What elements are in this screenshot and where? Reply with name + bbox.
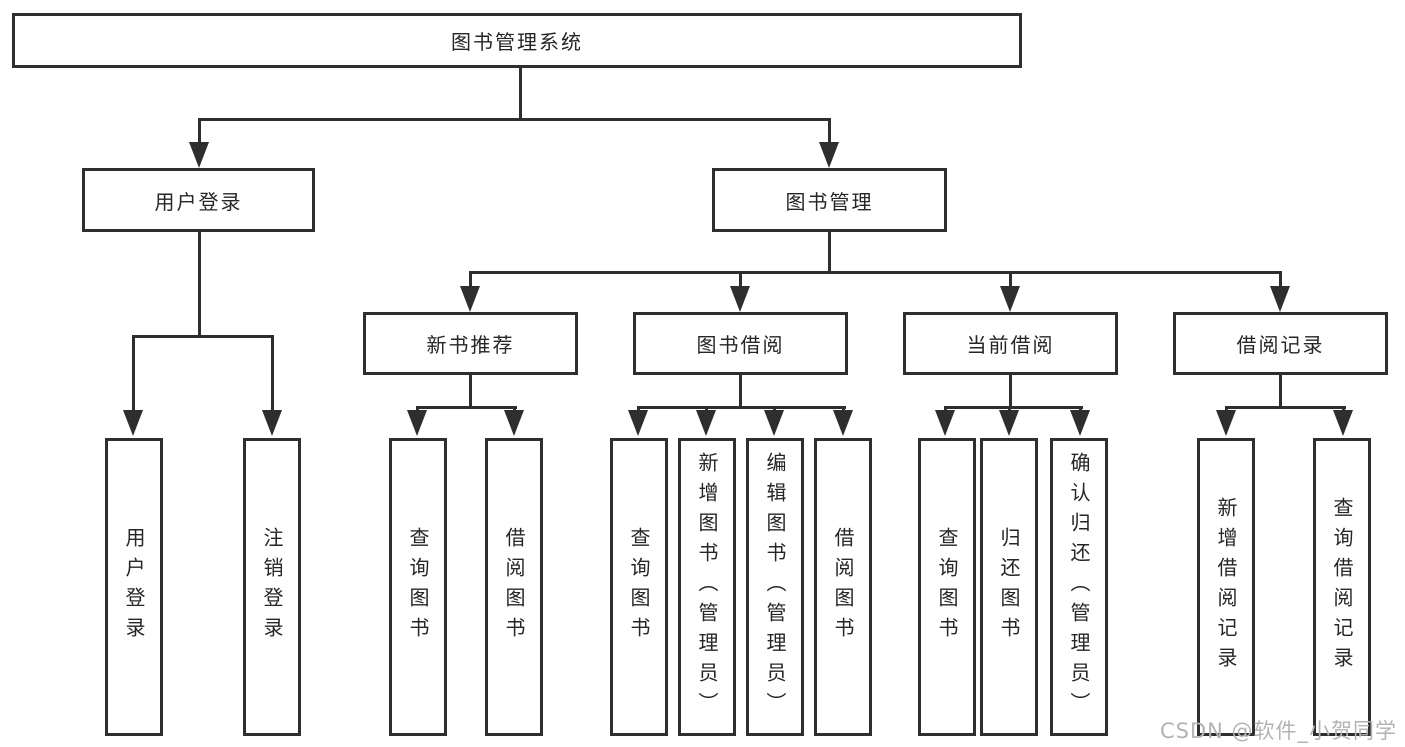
node-borrow-records: 借阅记录 [1173,312,1388,375]
arrow-down-icon [262,410,282,436]
arrow-down-icon [833,410,853,436]
arrow-down-icon [628,410,648,436]
arrow-down-icon [730,286,750,312]
connector-line [944,406,1083,409]
leaf-return-book: 归还图书 [980,438,1038,736]
leaf-query-borrow-record: 查询借阅记录 [1313,438,1371,736]
leaf-query-borrow-record-label: 查询借阅记录 [1330,497,1354,677]
node-user-login-label: 用户登录 [154,189,243,214]
node-root-label: 图书管理系统 [451,30,583,54]
connector-line [1009,271,1012,288]
node-book-borrow: 图书借阅 [633,312,848,375]
connector-line [271,335,274,412]
leaf-query-books-current: 查询图书 [918,438,976,736]
leaf-borrow-books-recommend-label: 借阅图书 [502,527,526,647]
node-root: 图书管理系统 [12,13,1022,68]
leaf-edit-book-admin-label: 编辑图书（管理员） [763,452,787,722]
connector-line [469,375,472,408]
connector-line [828,232,831,274]
connector-line [828,118,831,144]
connector-line [1279,271,1282,288]
leaf-add-borrow-record: 新增借阅记录 [1197,438,1255,736]
connector-line [739,271,742,288]
arrow-down-icon [123,410,143,436]
connector-line [469,271,472,288]
node-borrow-records-label: 借阅记录 [1236,333,1325,357]
arrow-down-icon [819,142,839,168]
leaf-return-book-label: 归还图书 [997,527,1021,647]
arrow-down-icon [1070,410,1090,436]
arrow-down-icon [1333,410,1353,436]
leaf-query-books-borrow: 查询图书 [610,438,668,736]
node-book-management: 图书管理 [712,168,947,232]
arrow-down-icon [1216,410,1236,436]
csdn-watermark: CSDN @软件_小贺同学 [1160,719,1398,743]
leaf-borrow-books-recommend: 借阅图书 [485,438,543,736]
arrow-down-icon [764,410,784,436]
leaf-edit-book-admin: 编辑图书（管理员） [746,438,804,736]
node-user-login: 用户登录 [82,168,315,232]
leaf-add-borrow-record-label: 新增借阅记录 [1214,497,1238,677]
connector-line [416,406,517,409]
leaf-query-books-recommend-label: 查询图书 [406,527,430,647]
connector-line [637,406,846,409]
node-book-borrow-label: 图书借阅 [696,333,785,357]
leaf-confirm-return-admin: 确认归还（管理员） [1050,438,1108,736]
leaf-add-book-admin: 新增图书（管理员） [678,438,736,736]
connector-line [132,335,274,338]
connector-line [469,271,1282,274]
connector-line [739,375,742,408]
leaf-borrow-books-label: 借阅图书 [831,527,855,647]
node-current-borrow-label: 当前借阅 [966,333,1055,357]
node-new-book-recommend: 新书推荐 [363,312,578,375]
arrow-down-icon [1000,286,1020,312]
leaf-borrow-books: 借阅图书 [814,438,872,736]
arrow-down-icon [935,410,955,436]
connector-line [132,335,135,412]
arrow-down-icon [1270,286,1290,312]
node-current-borrow: 当前借阅 [903,312,1118,375]
connector-line [198,118,831,121]
arrow-down-icon [189,142,209,168]
leaf-confirm-return-admin-label: 确认归还（管理员） [1067,452,1091,722]
leaf-query-books-borrow-label: 查询图书 [627,527,651,647]
connector-line [198,232,201,338]
node-new-book-recommend-label: 新书推荐 [426,333,515,357]
arrow-down-icon [460,286,480,312]
leaf-add-book-admin-label: 新增图书（管理员） [695,452,719,722]
leaf-query-books-recommend: 查询图书 [389,438,447,736]
connector-line [1279,375,1282,408]
leaf-query-books-current-label: 查询图书 [935,527,959,647]
connector-line [198,118,201,144]
connector-line [519,68,522,121]
leaf-logout-label: 注销登录 [260,527,284,647]
leaf-user-login: 用户登录 [105,438,163,736]
arrow-down-icon [407,410,427,436]
leaf-user-login-label: 用户登录 [122,527,146,647]
leaf-logout: 注销登录 [243,438,301,736]
arrow-down-icon [504,410,524,436]
arrow-down-icon [696,410,716,436]
connector-line [1009,375,1012,408]
arrow-down-icon [999,410,1019,436]
connector-line [1225,406,1346,409]
node-book-management-label: 图书管理 [785,189,874,214]
